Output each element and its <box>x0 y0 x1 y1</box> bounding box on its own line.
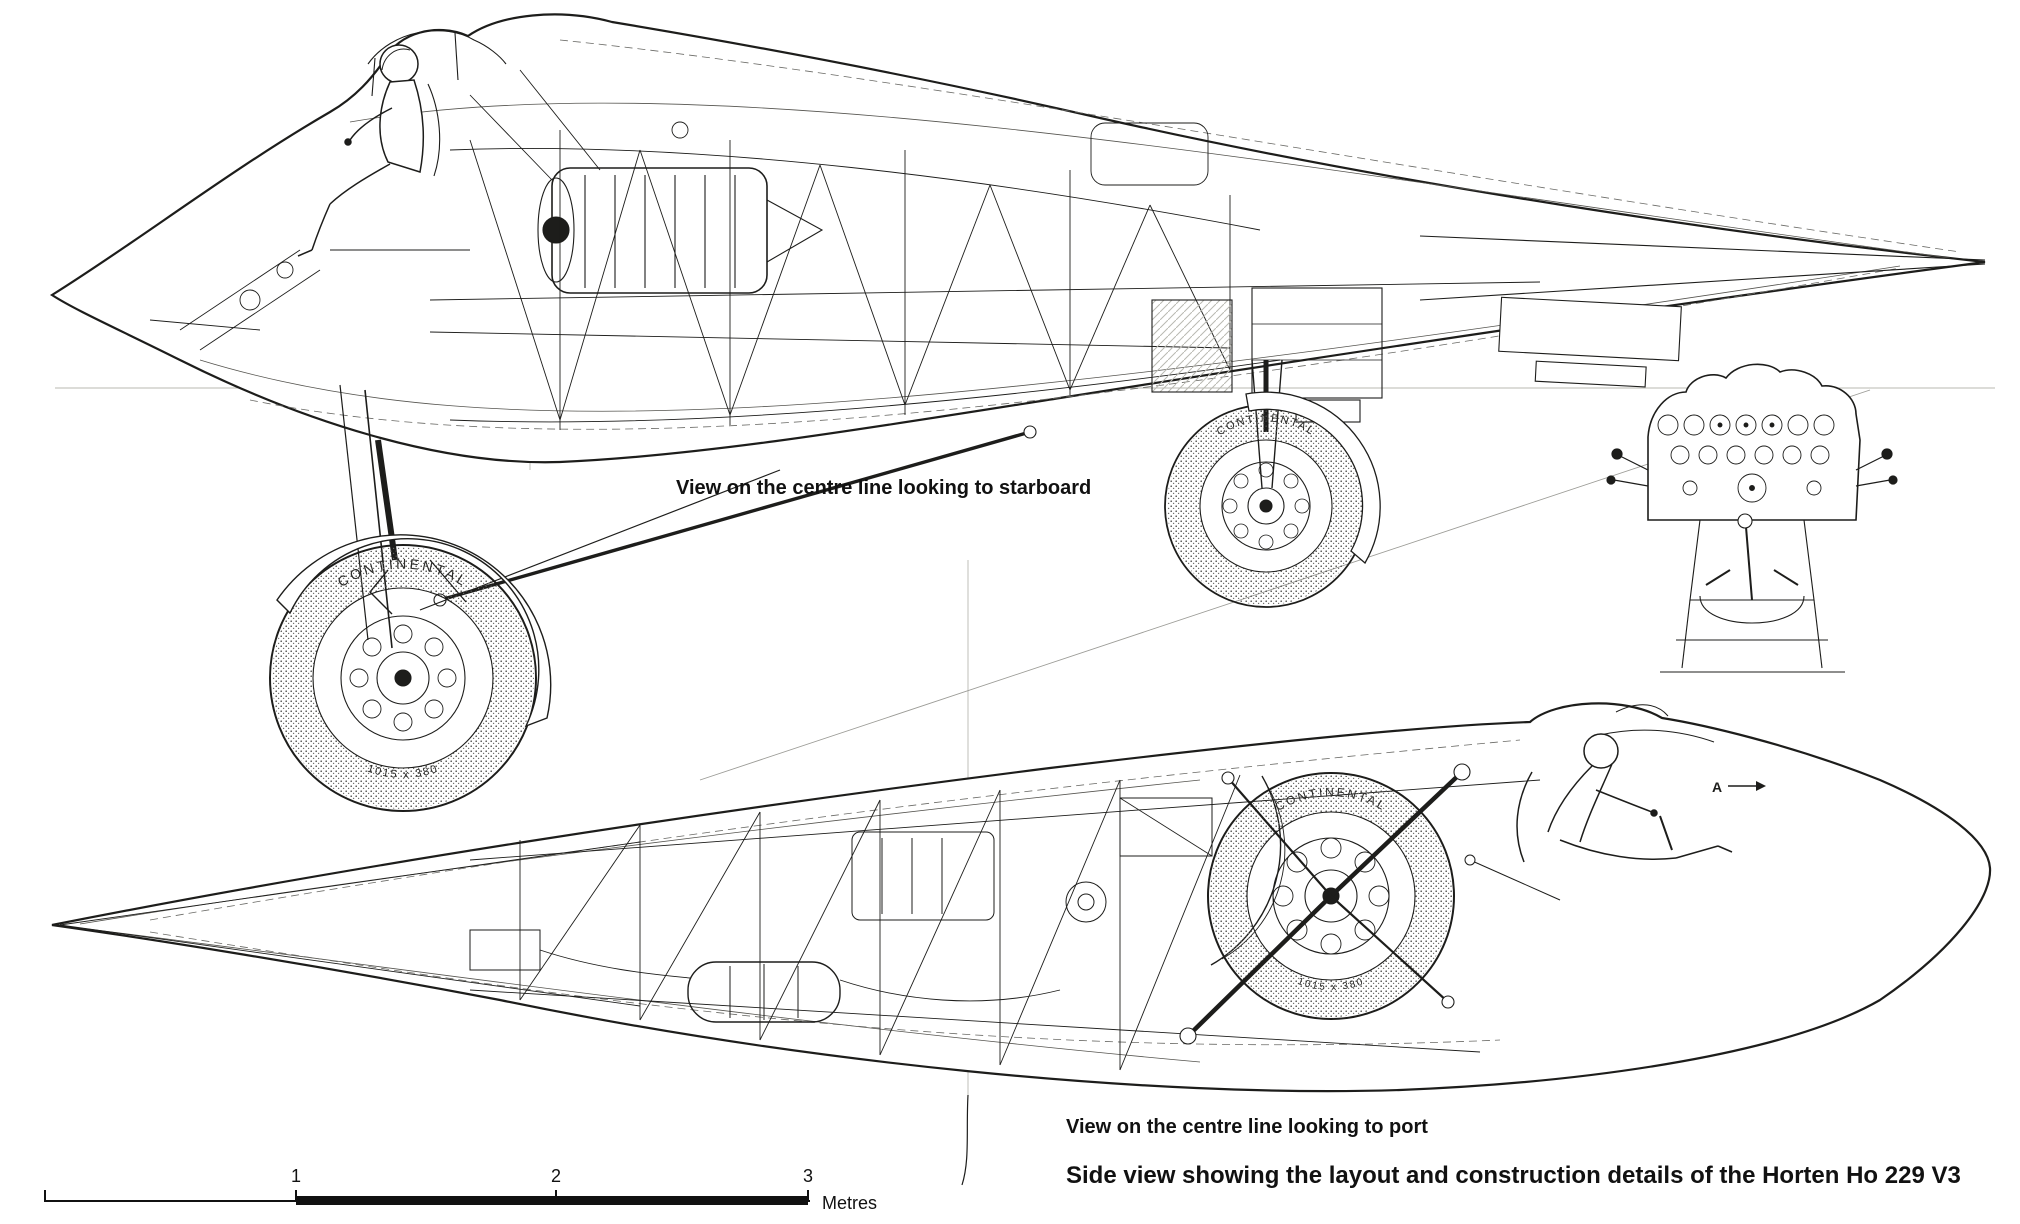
gauges <box>1657 414 1835 503</box>
nose-wheel-mudguard <box>276 534 552 728</box>
nose-equipment <box>149 249 470 351</box>
main-landing-gear: CONTINENTAL <box>1151 287 1383 608</box>
main-wheel-mudguard <box>1245 391 1381 565</box>
pilot-figure <box>1516 733 1733 863</box>
pilot-figure <box>297 44 425 257</box>
section-marker-label: A <box>1712 779 1722 795</box>
caption-main-title: Side view showing the layout and constru… <box>1066 1162 1961 1189</box>
retraction-struts <box>1186 770 1464 1038</box>
engine <box>469 69 824 294</box>
antenna-line <box>961 1094 969 1186</box>
instrument-panel-detail <box>1606 363 1898 673</box>
section-marker: A <box>1712 779 1766 795</box>
nose-landing-gear: CONTINENTAL 1015 x 380 <box>269 384 1037 812</box>
caption-starboard-view: View on the centre line looking to starb… <box>676 477 1092 499</box>
main-wheel: CONTINENTAL <box>1164 404 1368 608</box>
nose-wheel: CONTINENTAL 1015 x 380 <box>269 544 537 812</box>
port-view-drawing: CONTINENTAL 1015 x 380 <box>51 702 1992 1186</box>
caption-port-view: View on the centre line looking to port <box>1066 1116 1428 1138</box>
elevon-panels <box>1498 296 1682 388</box>
arrow-icon <box>1756 781 1766 791</box>
side-levers <box>1606 448 1898 487</box>
fuel-tank <box>687 961 841 1023</box>
starboard-view-drawing: CONTINENTAL 1015 x 380 <box>49 13 1986 812</box>
canopy <box>367 30 507 177</box>
panel-outline <box>1647 363 1861 521</box>
equipment <box>469 797 1561 1023</box>
control-column-and-seat <box>1660 513 1845 673</box>
stowed-wheel-assembly: CONTINENTAL 1015 x 380 <box>1179 763 1471 1045</box>
